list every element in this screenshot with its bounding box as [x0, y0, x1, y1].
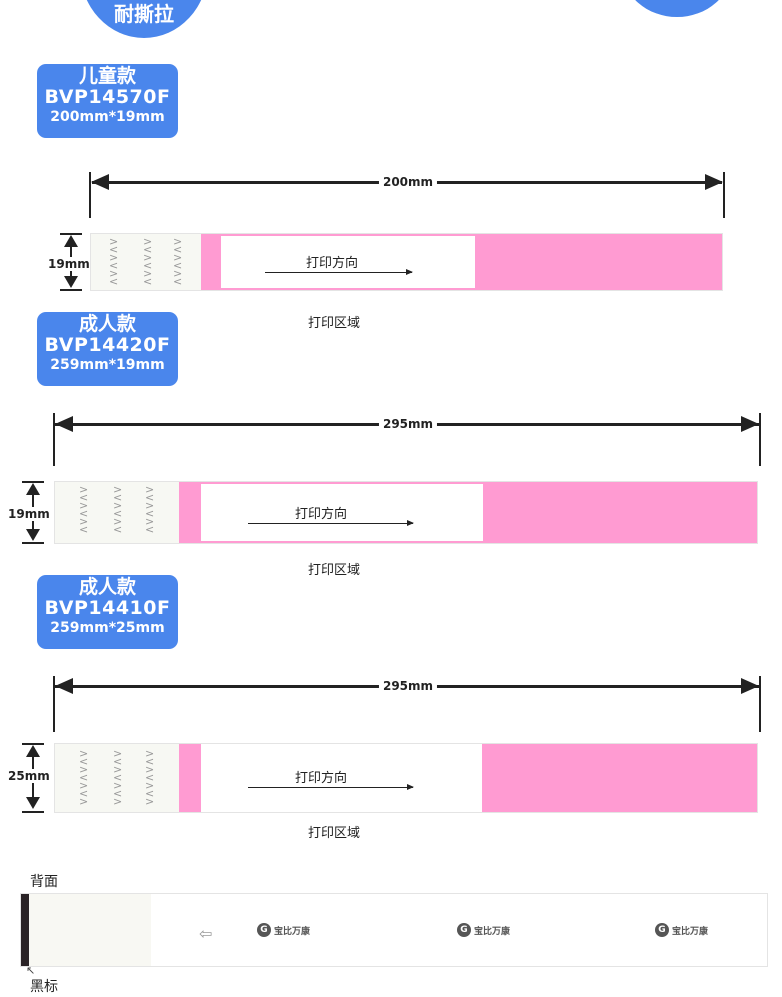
- product-badge: 成人款 BVP14410F 259mm*25mm: [37, 575, 178, 649]
- tear-area: ><><><> ><><><> ><><><>: [55, 744, 179, 812]
- product-size: 259mm*25mm: [50, 620, 165, 636]
- width-label: 19mm: [48, 257, 90, 271]
- print-direction-label: 打印方向: [295, 771, 348, 786]
- wristband: ><><>< ><><>< ><><><: [90, 233, 723, 291]
- product-badge: 成人款 BVP14420F 259mm*19mm: [37, 312, 178, 386]
- print-direction-label: 打印方向: [295, 507, 348, 522]
- length-label: 295mm: [378, 679, 438, 693]
- product-model: BVP14570F: [44, 86, 171, 108]
- product-type: 儿童款: [78, 65, 136, 87]
- black-mark-label: 黑标: [30, 979, 58, 995]
- length-label: 200mm: [378, 175, 438, 189]
- arrow-right-icon: [265, 269, 413, 275]
- length-label: 295mm: [378, 417, 438, 431]
- wristband: ><><>< ><><>< ><><><: [54, 481, 758, 544]
- arrow-right-icon: [248, 520, 414, 526]
- wristband: ><><><> ><><><> ><><><>: [54, 743, 758, 813]
- arrow-right-icon: [248, 784, 414, 790]
- tear-area: ><><>< ><><>< ><><><: [55, 482, 179, 543]
- feature-circle-left: 耐撕拉: [80, 0, 208, 38]
- tear-area: ><><>< ><><>< ><><><: [91, 234, 201, 290]
- product-badge: 儿童款 BVP14570F 200mm*19mm: [37, 64, 178, 138]
- print-direction-label: 打印方向: [306, 256, 359, 271]
- print-area-label: 打印区域: [308, 826, 361, 841]
- product-model: BVP14410F: [44, 597, 171, 619]
- product-type: 成人款: [78, 313, 136, 335]
- product-size: 259mm*19mm: [50, 357, 165, 373]
- product-model: BVP14420F: [44, 334, 171, 356]
- print-area-label: 打印区域: [308, 316, 361, 331]
- product-size: 200mm*19mm: [50, 109, 165, 125]
- pointer-arrow-icon: ↖: [26, 964, 36, 977]
- black-mark: [21, 894, 29, 966]
- arrow-left-icon: ⇦: [199, 924, 213, 943]
- width-label: 19mm: [8, 507, 50, 521]
- feature-label: 耐撕拉: [114, 2, 174, 26]
- feature-circle-right: [622, 0, 732, 17]
- print-area-label: 打印区域: [308, 563, 361, 578]
- width-label: 25mm: [8, 769, 50, 783]
- back-side-title: 背面: [30, 874, 58, 890]
- product-type: 成人款: [78, 576, 136, 598]
